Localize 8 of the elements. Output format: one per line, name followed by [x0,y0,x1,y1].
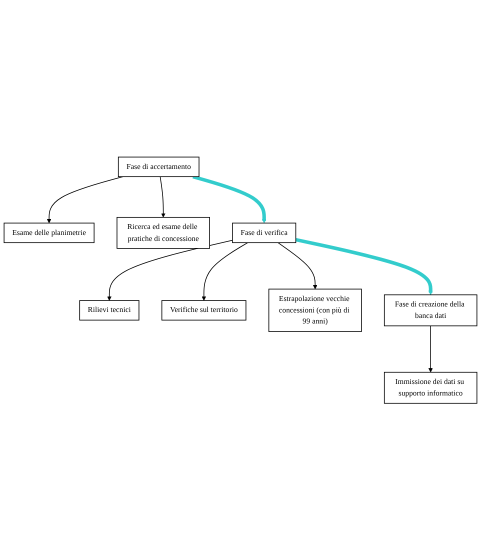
arrow [202,242,248,301]
arrow [160,176,166,218]
arrow [107,240,233,301]
arrow [192,174,266,224]
arrow [278,242,318,290]
arrow [295,238,433,295]
arrow [46,176,124,224]
arrow [428,325,433,372]
